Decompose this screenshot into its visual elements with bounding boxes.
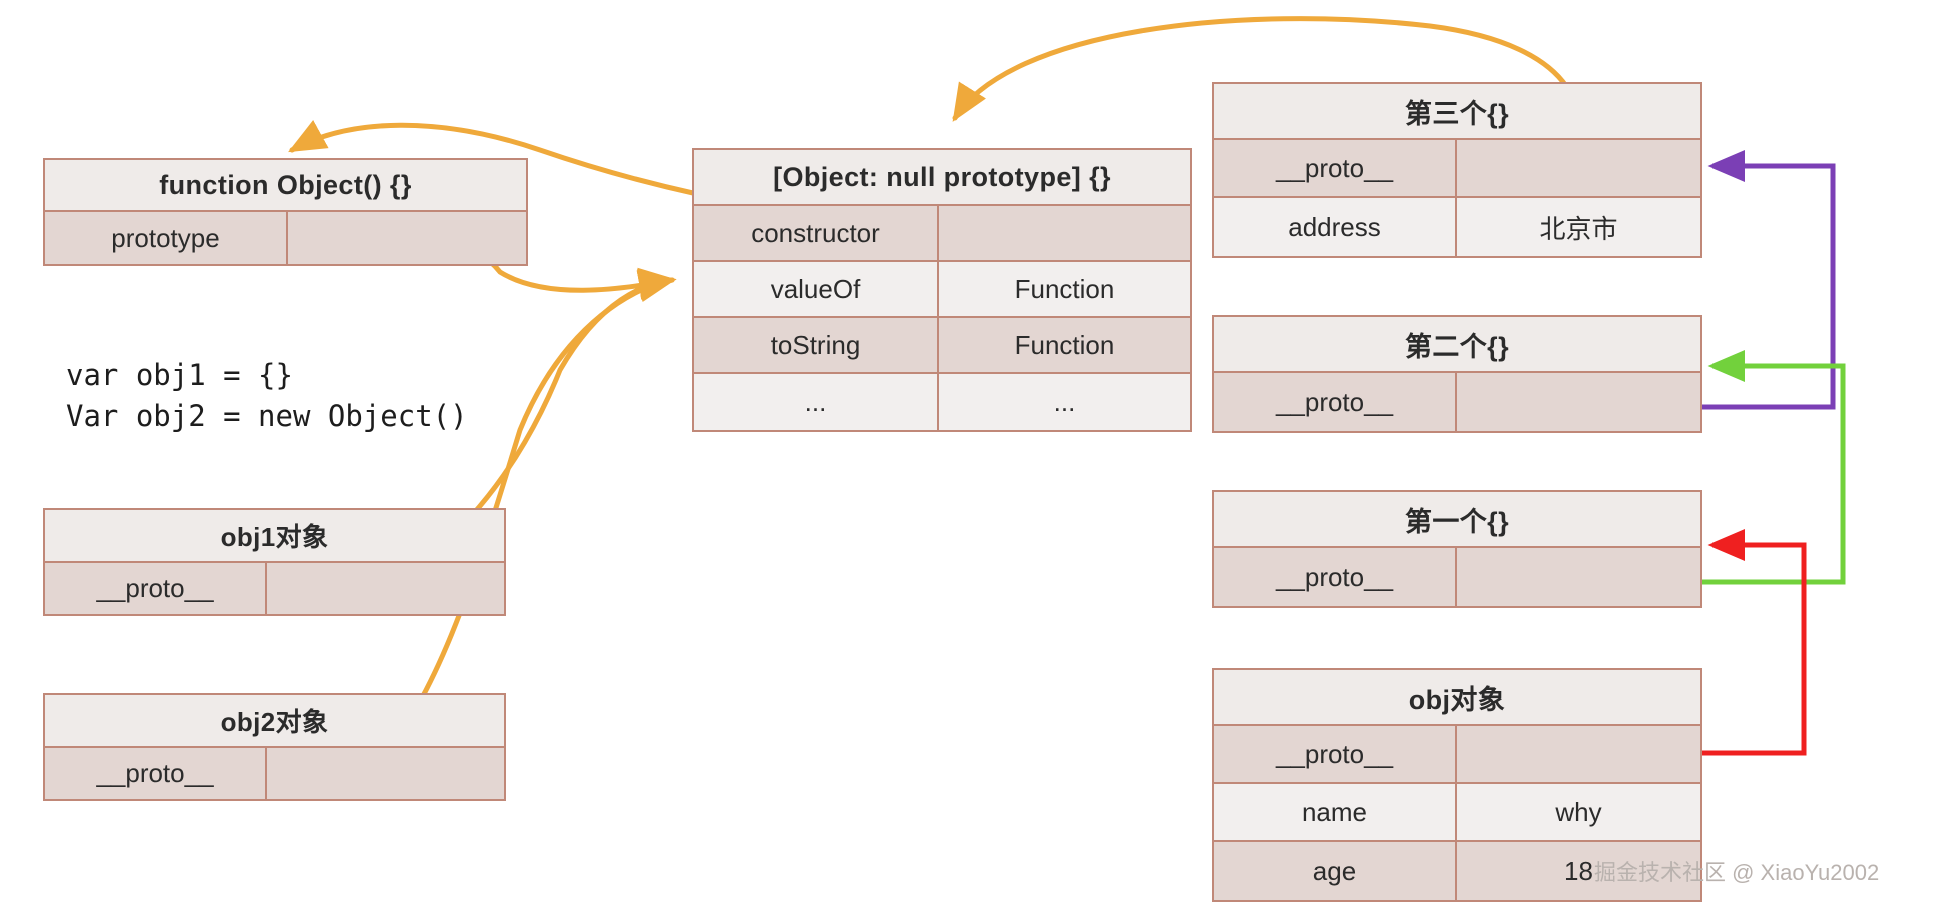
table-row[interactable]: __proto__ [45,748,504,799]
table-header: 第一个{} [1214,492,1700,548]
cell-value [1457,548,1700,606]
table-header: 第三个{} [1214,84,1700,140]
table-obj2[interactable]: obj2对象 __proto__ [43,693,506,801]
cell-key: valueOf [694,262,939,316]
table-row[interactable]: prototype [45,212,526,264]
table-header: obj1对象 [45,510,504,563]
table-row[interactable]: ... ... [694,374,1190,430]
cell-value: why [1555,796,1602,827]
table-object-null-prototype[interactable]: [Object: null prototype] {} constructor … [692,148,1192,432]
table-row[interactable]: name why [1214,784,1700,842]
cell-value [1457,140,1700,196]
cell-key: toString [694,318,939,372]
table-row[interactable]: toString Function [694,318,1190,374]
cell-key: prototype [45,212,288,264]
cell-key: name [1214,784,1457,840]
table-second-object[interactable]: 第二个{} __proto__ [1212,315,1702,433]
cell-key: __proto__ [45,563,267,614]
table-obj[interactable]: obj对象 __proto__ name why age 18 [1212,668,1702,902]
table-header: obj对象 [1214,670,1700,726]
cell-key: __proto__ [1214,140,1457,196]
table-row[interactable]: __proto__ [1214,373,1700,431]
cell-value [939,206,1190,260]
cell-value: 北京市 [1539,213,1618,244]
cell-key: age [1214,842,1457,900]
cell-key: __proto__ [1214,726,1457,782]
cell-value: Function [1014,273,1115,304]
table-row[interactable]: __proto__ [1214,726,1700,784]
cell-value: 18 [1564,855,1593,886]
table-row[interactable]: address 北京市 [1214,198,1700,256]
table-row[interactable]: __proto__ [1214,140,1700,198]
table-obj1[interactable]: obj1对象 __proto__ [43,508,506,616]
cell-key: __proto__ [1214,548,1457,606]
watermark: 掘金技术社区 @ XiaoYu2002 [1594,860,1880,885]
cell-value [1457,726,1700,782]
table-function-object[interactable]: function Object() {} prototype [43,158,528,266]
cell-key: ... [694,374,939,430]
table-row[interactable]: age 18 [1214,842,1700,900]
cell-value: Function [1014,329,1115,360]
cell-value [288,212,526,264]
table-row[interactable]: __proto__ [1214,548,1700,606]
table-header: obj2对象 [45,695,504,748]
table-third-object[interactable]: 第三个{} __proto__ address 北京市 [1212,82,1702,258]
cell-value [1457,373,1700,431]
code-line-2: Var obj2 = new Object() [66,399,468,434]
table-header: function Object() {} [45,160,526,212]
cell-value: ... [1053,386,1076,417]
cell-key: __proto__ [1214,373,1457,431]
code-block: var obj1 = {} Var obj2 = new Object() [66,355,468,437]
code-line-1: var obj1 = {} [66,358,293,392]
table-first-object[interactable]: 第一个{} __proto__ [1212,490,1702,608]
table-row[interactable]: __proto__ [45,563,504,614]
cell-key: address [1214,198,1457,256]
cell-value [267,563,504,614]
cell-key: constructor [694,206,939,260]
table-header: [Object: null prototype] {} [694,150,1190,206]
cell-key: __proto__ [45,748,267,799]
table-row[interactable]: valueOf Function [694,262,1190,318]
cell-value [267,748,504,799]
table-header: 第二个{} [1214,317,1700,373]
table-row[interactable]: constructor [694,206,1190,262]
